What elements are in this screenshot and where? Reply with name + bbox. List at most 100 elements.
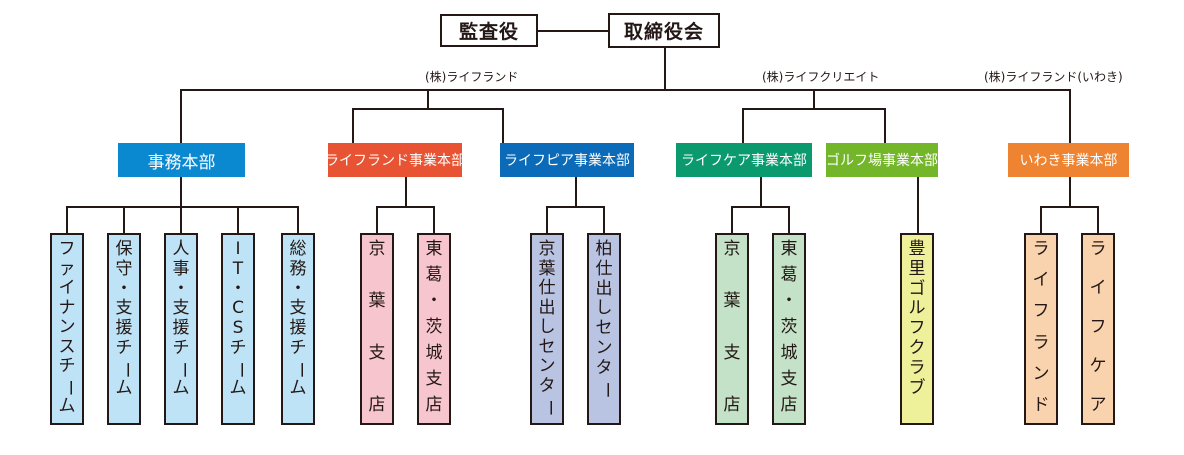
unit-char: ー <box>289 361 310 379</box>
unit-box: 柏仕出しセンター <box>587 233 621 425</box>
unit-char: 里 <box>908 258 926 279</box>
unit-char: 店 <box>368 395 386 415</box>
unit-char: 葉 <box>538 258 556 279</box>
unit-char: チ <box>172 337 190 358</box>
unit-char: 柏 <box>595 239 613 259</box>
unit-char: 京 <box>368 239 386 259</box>
unit-char: 守 <box>115 258 133 279</box>
unit-char: フ <box>1032 301 1050 322</box>
connector <box>502 108 504 143</box>
unit-char: ー <box>229 361 250 379</box>
unit-char: ナ <box>58 297 76 318</box>
unit-char: 葉 <box>723 291 741 311</box>
unit-char: 仕 <box>595 258 613 279</box>
dept-lifeland: ライフランド事業本部 <box>325 143 465 177</box>
unit-char: 城 <box>780 343 798 363</box>
unit-char: ・ <box>229 278 247 299</box>
unit-char: 援 <box>289 318 307 339</box>
unit-box: 豊里ゴルフクラブ <box>900 233 934 425</box>
unit-char: 支 <box>723 343 741 363</box>
connector <box>575 177 577 207</box>
unit-box: 東葛・茨城支店 <box>417 233 451 425</box>
unit-char: C <box>232 298 244 319</box>
unit-char: ム <box>229 377 247 398</box>
unit-box: 京葉支店 <box>715 233 749 425</box>
connector <box>813 89 815 109</box>
connector <box>1040 206 1042 233</box>
unit-box: 東葛・茨城支店 <box>772 233 806 425</box>
unit-char: ス <box>58 336 76 357</box>
dept-iwaki: いわき事業本部 <box>1008 143 1129 177</box>
unit-char: し <box>538 317 556 338</box>
unit-box: 総務・支援チーム <box>281 233 315 425</box>
unit-char: 支 <box>289 298 307 319</box>
company-label-lifecreate: (株)ライフクリエイト <box>762 70 880 84</box>
connector <box>917 177 919 233</box>
unit-char: 支 <box>368 343 386 363</box>
unit-char: S <box>232 318 244 339</box>
unit-char: フ <box>58 239 76 259</box>
unit-box: 京葉支店 <box>360 233 394 425</box>
connector <box>731 206 790 208</box>
connector <box>1040 206 1099 208</box>
unit-char: ン <box>595 337 613 358</box>
unit-char: セ <box>595 318 613 339</box>
unit-char: 支 <box>115 298 133 319</box>
unit-char: 京 <box>723 239 741 259</box>
connector <box>884 108 886 143</box>
company-label-lifeland-iwaki: (株)ライフランド(いわき) <box>984 70 1123 84</box>
unit-char: ・ <box>780 291 798 311</box>
unit-char: 仕 <box>538 278 556 299</box>
unit-char: ー <box>538 398 559 416</box>
unit-char: フ <box>908 318 926 339</box>
unit-char: 出 <box>538 297 556 318</box>
unit-char: 店 <box>723 395 741 415</box>
connector <box>742 108 886 110</box>
unit-char: 事 <box>172 258 190 279</box>
unit-char: ム <box>172 377 190 398</box>
unit-char: 葛 <box>780 265 798 285</box>
unit-char: ム <box>289 377 307 398</box>
unit-char: ム <box>115 377 133 398</box>
connector <box>742 108 744 143</box>
unit-char: ア <box>1089 395 1107 415</box>
connector <box>760 177 762 207</box>
connector <box>788 206 790 233</box>
unit-char: イ <box>1089 278 1107 298</box>
unit-char: 店 <box>780 395 798 415</box>
auditor-board-connector <box>538 30 608 32</box>
unit-char: T <box>232 258 244 279</box>
unit-char: ァ <box>58 258 76 279</box>
connector <box>731 206 733 233</box>
connector <box>66 206 68 233</box>
unit-char: イ <box>58 278 76 299</box>
unit-char: ラ <box>1032 239 1050 259</box>
unit-box: 保守・支援チーム <box>107 233 141 425</box>
connector <box>546 206 605 208</box>
connector <box>123 206 125 233</box>
auditor-box: 監査役 <box>440 14 538 47</box>
unit-char: ・ <box>289 278 307 299</box>
unit-char: イ <box>1032 270 1050 291</box>
connector <box>1069 177 1071 207</box>
unit-char: ン <box>1032 363 1050 384</box>
unit-char: ン <box>58 317 76 338</box>
dept-lifecare: ライフケア事業本部 <box>676 143 812 177</box>
unit-char: ゴ <box>908 278 926 299</box>
board-trunk-line <box>664 48 666 91</box>
unit-char: ・ <box>425 291 443 311</box>
unit-char: ク <box>908 337 926 358</box>
unit-char: ー <box>172 361 193 379</box>
unit-box: 京葉仕出しセンター <box>530 233 564 425</box>
unit-char: 城 <box>425 343 443 363</box>
unit-char: 支 <box>172 298 190 319</box>
unit-char: 京 <box>538 239 556 259</box>
unit-char: 人 <box>172 239 190 259</box>
connector <box>180 177 182 207</box>
connector <box>376 206 435 208</box>
unit-char: タ <box>538 375 556 396</box>
unit-char: ル <box>908 298 926 319</box>
unit-char: セ <box>538 336 556 357</box>
connector <box>427 89 429 109</box>
